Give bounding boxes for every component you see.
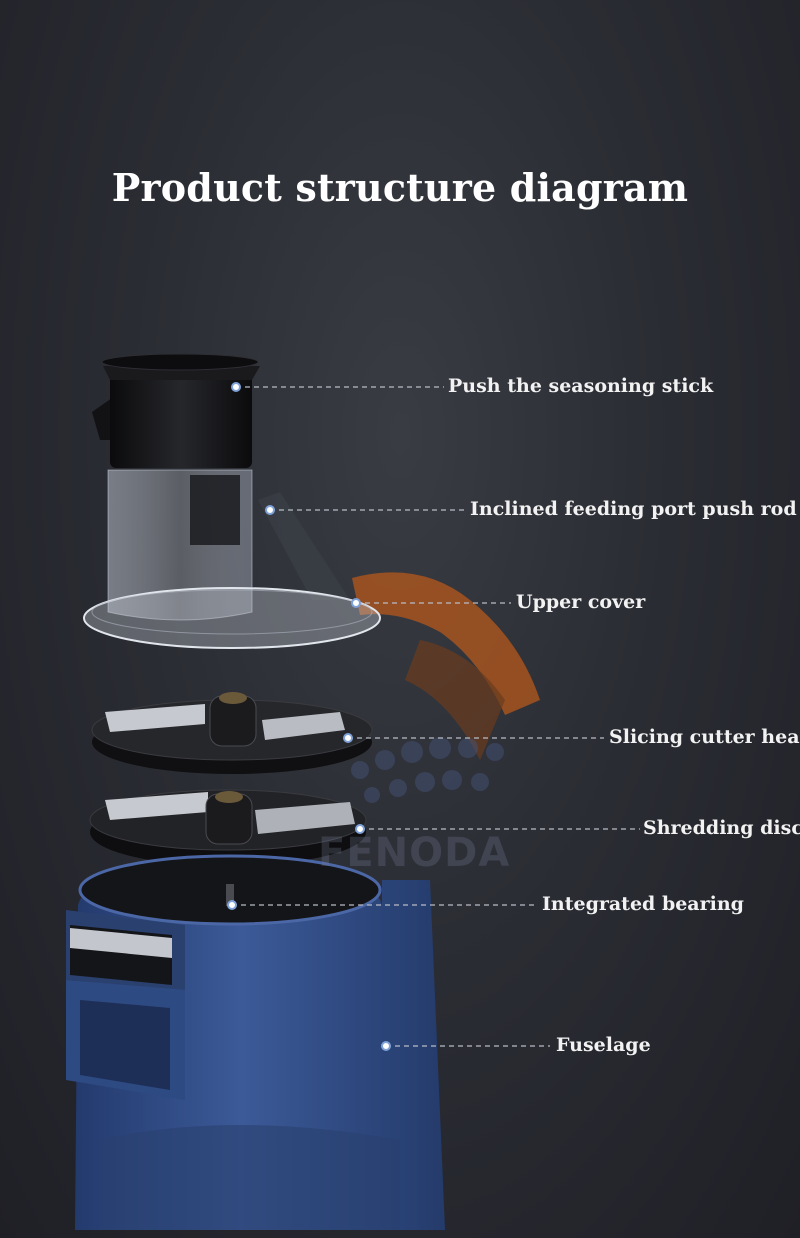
label-upper-cover: Upper cover <box>516 591 645 613</box>
dot-fuselage <box>382 1042 390 1050</box>
dot-bearing <box>228 901 236 909</box>
brand-watermark: FENODA <box>318 830 510 876</box>
dot-slicing-head <box>344 734 352 742</box>
label-bearing: Integrated bearing <box>542 893 744 915</box>
dot-incline-rod <box>266 506 274 514</box>
label-push-stick: Push the seasoning stick <box>448 375 713 397</box>
background-logo <box>351 572 540 803</box>
dot-upper-cover <box>352 599 360 607</box>
label-shredding-disc: Shredding disc <box>643 817 800 839</box>
upper-cover-part <box>84 588 380 648</box>
label-fuselage: Fuselage <box>556 1034 651 1056</box>
dot-push-stick <box>232 383 240 391</box>
label-slicing-head: Slicing cutter head <box>609 726 800 748</box>
label-incline-rod: Inclined feeding port push rod <box>470 498 797 520</box>
slicing-disc-part <box>92 692 372 774</box>
push-stick-part <box>92 354 260 468</box>
